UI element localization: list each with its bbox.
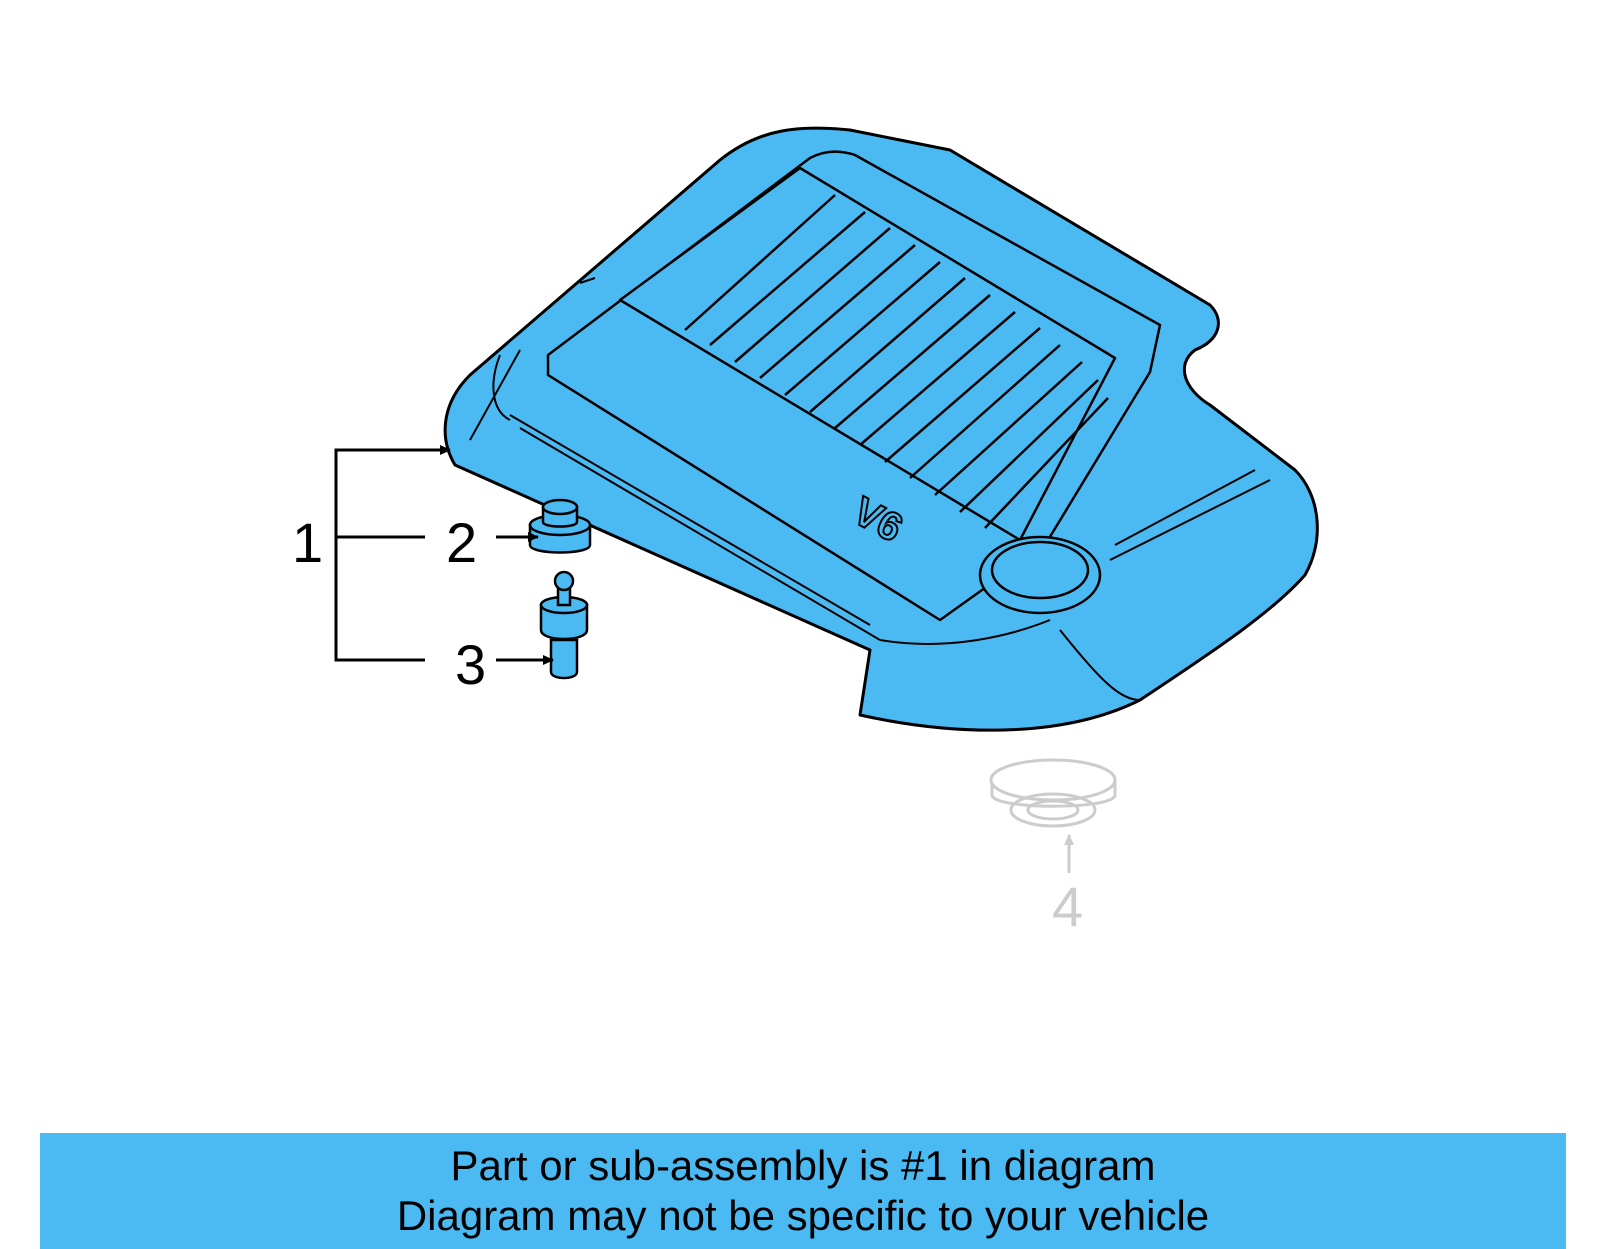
callout-leaders [334, 445, 554, 665]
banner-line-2: Diagram may not be specific to your vehi… [396, 1192, 1210, 1239]
info-banner: Part or sub-assembly is #1 in diagram Di… [40, 1133, 1566, 1249]
oil-filler-port [978, 535, 1102, 615]
callout-4: 4 [1052, 875, 1083, 938]
banner-line-1: Part or sub-assembly is #1 in diagram [450, 1142, 1156, 1189]
seal-ring-part [989, 758, 1117, 828]
cover-ribs [684, 194, 1109, 529]
grommet-part [528, 498, 592, 554]
stud-part [539, 570, 589, 680]
callout-2: 2 [446, 511, 477, 574]
engine-cover: V6 [443, 126, 1319, 732]
callout-1: 1 [292, 511, 323, 574]
callout-3: 3 [455, 633, 486, 696]
